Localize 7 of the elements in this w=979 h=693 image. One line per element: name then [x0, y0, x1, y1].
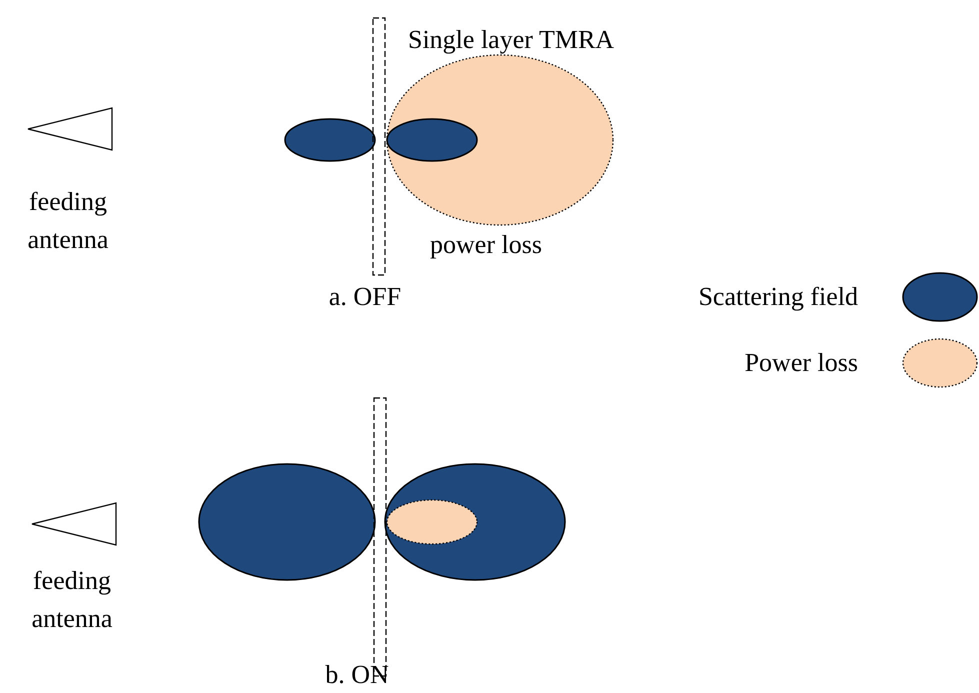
antenna-label: feeding antenna [30, 565, 114, 635]
panel-caption: a. OFF [328, 281, 402, 313]
layer-label: Single layer TMRA [408, 24, 614, 56]
region-label: power loss [430, 229, 542, 261]
antenna-label: feeding antenna [26, 186, 110, 256]
legend-label: Scattering field [698, 281, 858, 313]
legend-label: Power loss [744, 347, 858, 379]
